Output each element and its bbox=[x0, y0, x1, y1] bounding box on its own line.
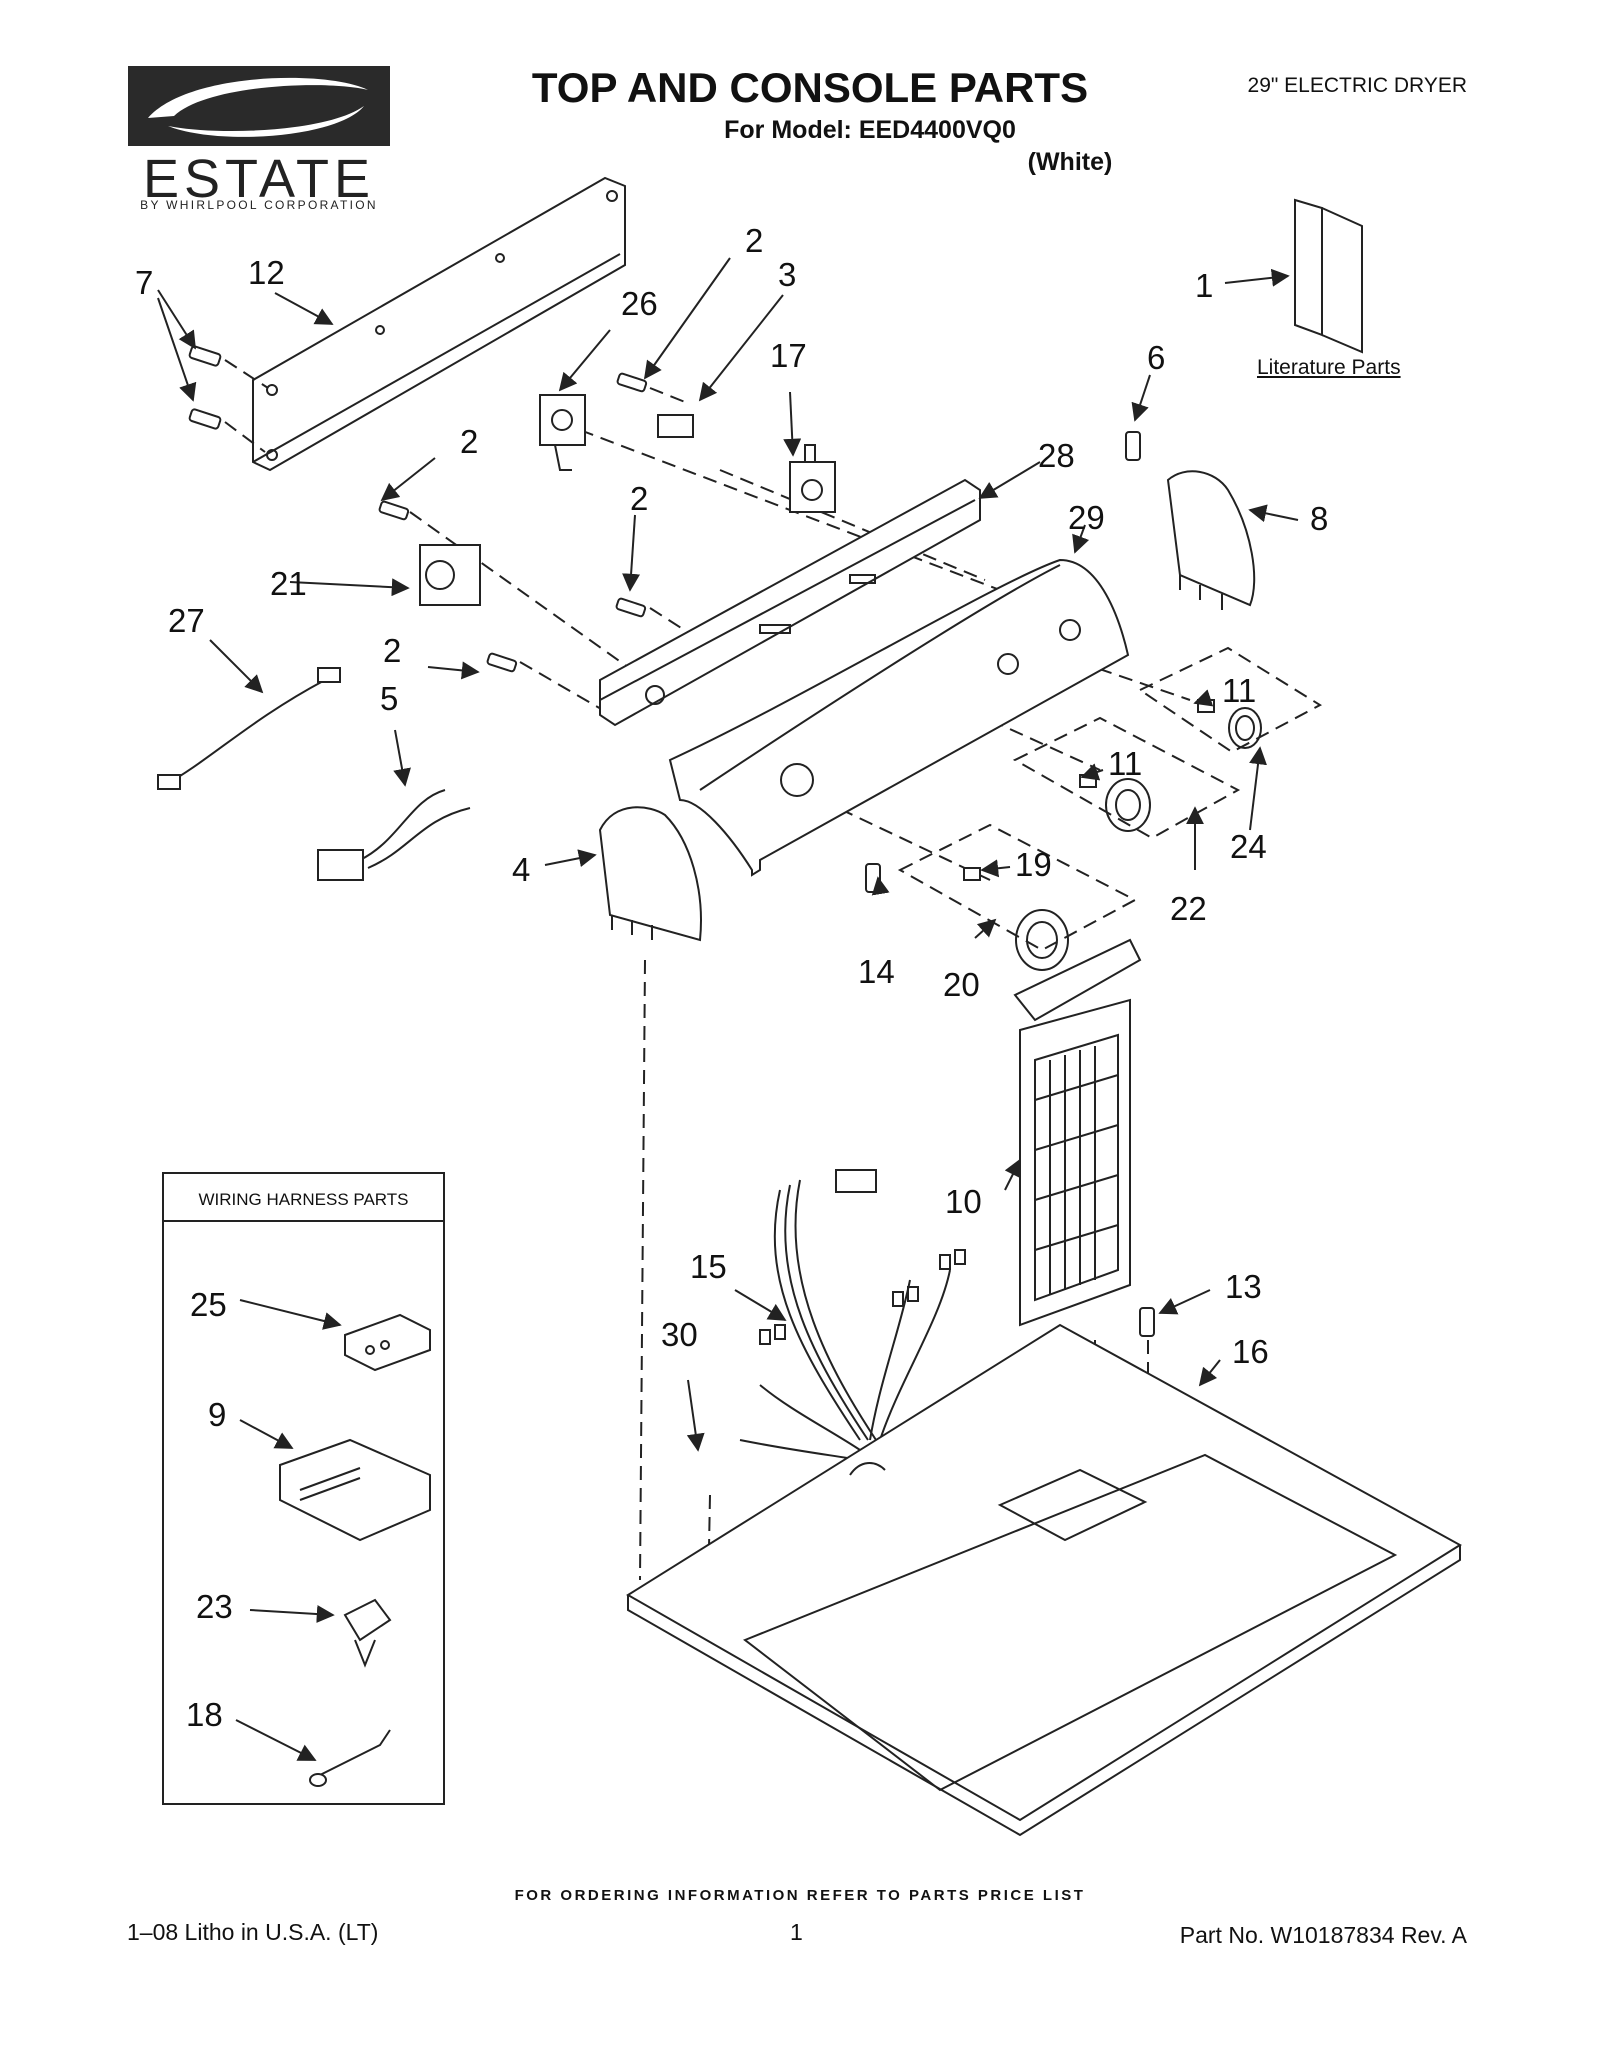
callout-8: 8 bbox=[1310, 500, 1329, 537]
callout-29: 29 bbox=[1068, 499, 1105, 536]
model-line: For Model: EED4400VQ0 bbox=[724, 116, 1016, 144]
callout-6: 6 bbox=[1147, 339, 1166, 376]
callout-16: 16 bbox=[1232, 1333, 1269, 1370]
callout-17: 17 bbox=[770, 337, 807, 374]
callout-24: 24 bbox=[1230, 828, 1267, 865]
ordering-note: FOR ORDERING INFORMATION REFER TO PARTS … bbox=[514, 1887, 1086, 1904]
callout-4: 4 bbox=[512, 851, 531, 888]
callout-12: 12 bbox=[248, 254, 285, 291]
wiring-harness-title: WIRING HARNESS PARTS bbox=[198, 1190, 409, 1209]
logo-subtitle: BY WHIRLPOOL CORPORATION bbox=[140, 198, 378, 212]
callout-leaders bbox=[157, 257, 1299, 1761]
callout-21: 21 bbox=[270, 565, 307, 602]
color-line: (White) bbox=[1027, 148, 1113, 176]
callout-30: 30 bbox=[661, 1316, 698, 1353]
callout-11-mid: 11 bbox=[1108, 745, 1143, 782]
page-title: TOP AND CONSOLE PARTS bbox=[531, 64, 1089, 111]
callout-2-top: 2 bbox=[745, 222, 764, 259]
callout-23: 23 bbox=[196, 1588, 233, 1625]
estate-logo: ESTATE BY WHIRLPOOL CORPORATION bbox=[128, 66, 390, 212]
callout-3: 3 bbox=[778, 256, 797, 293]
callout-11-top: 11 bbox=[1222, 672, 1257, 709]
end-cap-right bbox=[1166, 470, 1256, 610]
callout-15: 15 bbox=[690, 1248, 727, 1285]
callout-9: 9 bbox=[208, 1396, 227, 1433]
product-type: 29" ELECTRIC DRYER bbox=[1247, 74, 1467, 97]
harness-kit-items bbox=[279, 1313, 431, 1787]
literature-booklet bbox=[1294, 198, 1363, 354]
logo-wordmark: ESTATE bbox=[142, 149, 376, 209]
lint-screen bbox=[1013, 938, 1142, 1327]
end-cap-left bbox=[598, 806, 702, 942]
wire-harnesses bbox=[157, 667, 966, 1461]
callout-5: 5 bbox=[380, 680, 399, 717]
top-panel bbox=[626, 1323, 1462, 1837]
wiring-harness-divider bbox=[162, 1220, 445, 1222]
console-housing bbox=[668, 558, 1130, 877]
wiring-harness-box bbox=[162, 1172, 445, 1805]
control-bracket bbox=[599, 478, 981, 727]
callout-28: 28 bbox=[1038, 437, 1075, 474]
callout-2-mid: 2 bbox=[630, 480, 649, 517]
callout-2-left: 2 bbox=[460, 423, 479, 460]
callout-25: 25 bbox=[190, 1286, 227, 1323]
callout-1: 1 bbox=[1195, 267, 1214, 304]
callout-26: 26 bbox=[621, 285, 658, 322]
literature-parts-label: Literature Parts bbox=[1257, 356, 1401, 379]
callout-14: 14 bbox=[858, 953, 895, 990]
rear-console-panel bbox=[252, 176, 626, 472]
page-number: 1 bbox=[790, 1919, 803, 1945]
callout-27: 27 bbox=[168, 602, 205, 639]
logo-swoosh-icon bbox=[128, 66, 390, 146]
callout-10: 10 bbox=[945, 1183, 982, 1220]
part-number: Part No. W10187834 Rev. A bbox=[1179, 1922, 1467, 1948]
litho-note: 1–08 Litho in U.S.A. (LT) bbox=[127, 1919, 379, 1945]
callout-18: 18 bbox=[186, 1696, 223, 1733]
callout-19: 19 bbox=[1015, 846, 1052, 883]
callout-2-lower: 2 bbox=[383, 632, 402, 669]
callout-7: 7 bbox=[135, 264, 154, 301]
callout-20: 20 bbox=[943, 966, 980, 1003]
callout-22: 22 bbox=[1170, 890, 1207, 927]
console-switches bbox=[419, 394, 836, 606]
callout-13: 13 bbox=[1225, 1268, 1262, 1305]
